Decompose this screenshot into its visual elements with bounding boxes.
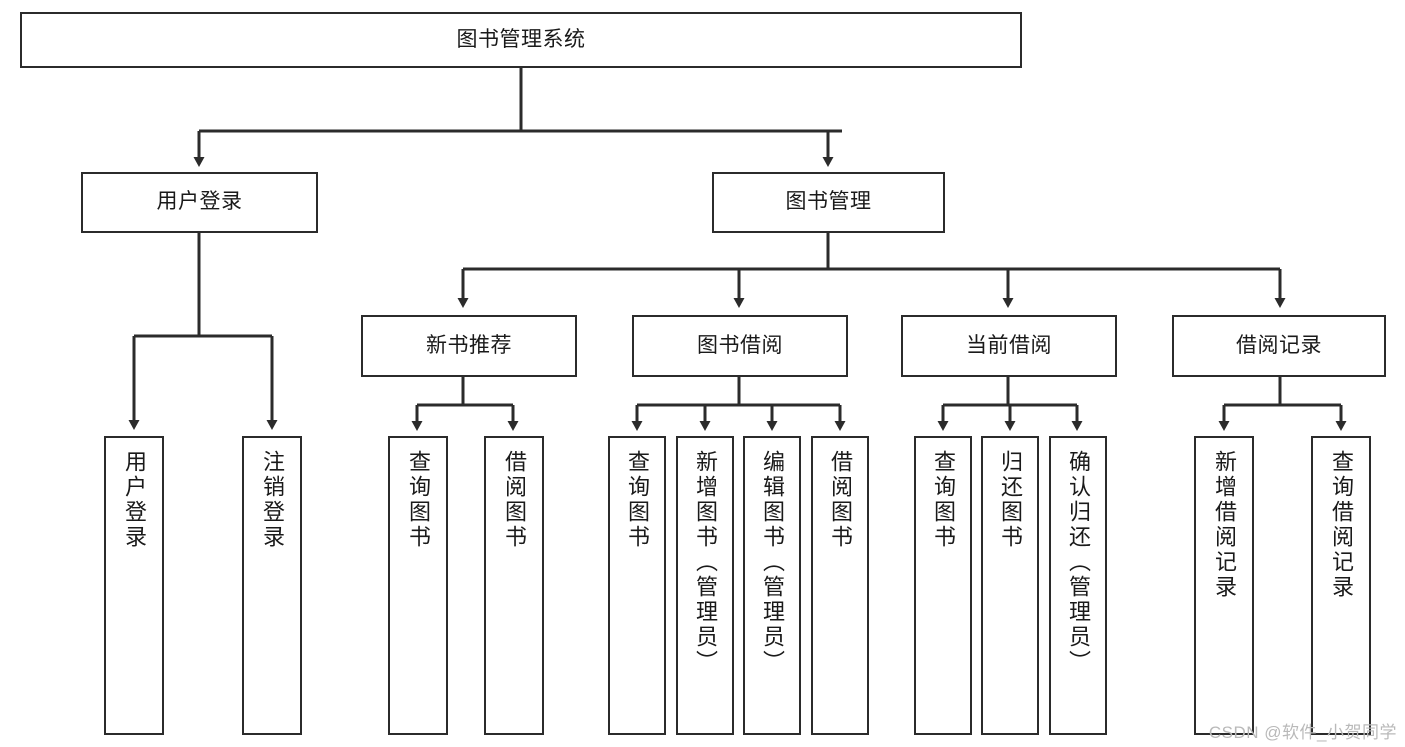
leaf-current-borrow-query-book[interactable]: 查询图书 xyxy=(914,436,972,735)
csdn-watermark: CSDN @软件_小贺同学 xyxy=(1208,723,1397,742)
node-label: 归还图书 xyxy=(998,450,1023,550)
leaf-borrow-record-add-record[interactable]: 新增借阅记录 xyxy=(1194,436,1254,735)
node-borrow-record[interactable]: 借阅记录 xyxy=(1172,315,1386,377)
node-label: 借阅图书 xyxy=(828,450,853,550)
node-label: 图书借阅 xyxy=(697,333,783,357)
node-new-book-recommend[interactable]: 新书推荐 xyxy=(361,315,577,377)
node-label: 查询图书 xyxy=(931,450,956,550)
node-book-management[interactable]: 图书管理 xyxy=(712,172,945,233)
leaf-new-book-borrow-book[interactable]: 借阅图书 xyxy=(484,436,544,735)
leaf-user-login-logout[interactable]: 注销登录 xyxy=(242,436,302,735)
node-label: 确认归还（管理员） xyxy=(1066,450,1091,675)
leaf-borrow-record-query-record[interactable]: 查询借阅记录 xyxy=(1311,436,1371,735)
leaf-book-borrow-add-book-admin[interactable]: 新增图书（管理员） xyxy=(676,436,734,735)
node-book-borrow[interactable]: 图书借阅 xyxy=(632,315,848,377)
node-label: 图书管理系统 xyxy=(456,27,586,51)
node-label: 查询图书 xyxy=(406,450,431,550)
leaf-book-borrow-query-book[interactable]: 查询图书 xyxy=(608,436,666,735)
node-label: 借阅记录 xyxy=(1236,333,1322,357)
node-label: 新书推荐 xyxy=(426,333,512,357)
node-label: 编辑图书（管理员） xyxy=(760,450,785,675)
leaf-current-borrow-return-book[interactable]: 归还图书 xyxy=(981,436,1039,735)
node-label: 查询借阅记录 xyxy=(1329,450,1354,600)
node-user-login[interactable]: 用户登录 xyxy=(81,172,318,233)
node-label: 图书管理 xyxy=(785,190,872,214)
node-label: 借阅图书 xyxy=(502,450,527,550)
node-label: 当前借阅 xyxy=(966,333,1052,357)
leaf-current-borrow-confirm-return-admin[interactable]: 确认归还（管理员） xyxy=(1049,436,1107,735)
node-label: 新增借阅记录 xyxy=(1212,450,1237,600)
node-label: 用户登录 xyxy=(156,190,243,214)
node-current-borrow[interactable]: 当前借阅 xyxy=(901,315,1117,377)
leaf-new-book-query-book[interactable]: 查询图书 xyxy=(388,436,448,735)
node-label: 注销登录 xyxy=(260,450,285,550)
leaf-book-borrow-edit-book-admin[interactable]: 编辑图书（管理员） xyxy=(743,436,801,735)
node-label: 查询图书 xyxy=(625,450,650,550)
node-label: 新增图书（管理员） xyxy=(693,450,718,675)
node-label: 用户登录 xyxy=(122,450,147,550)
leaf-book-borrow-borrow-book[interactable]: 借阅图书 xyxy=(811,436,869,735)
node-root-book-management-system[interactable]: 图书管理系统 xyxy=(20,12,1022,68)
leaf-user-login-login[interactable]: 用户登录 xyxy=(104,436,164,735)
